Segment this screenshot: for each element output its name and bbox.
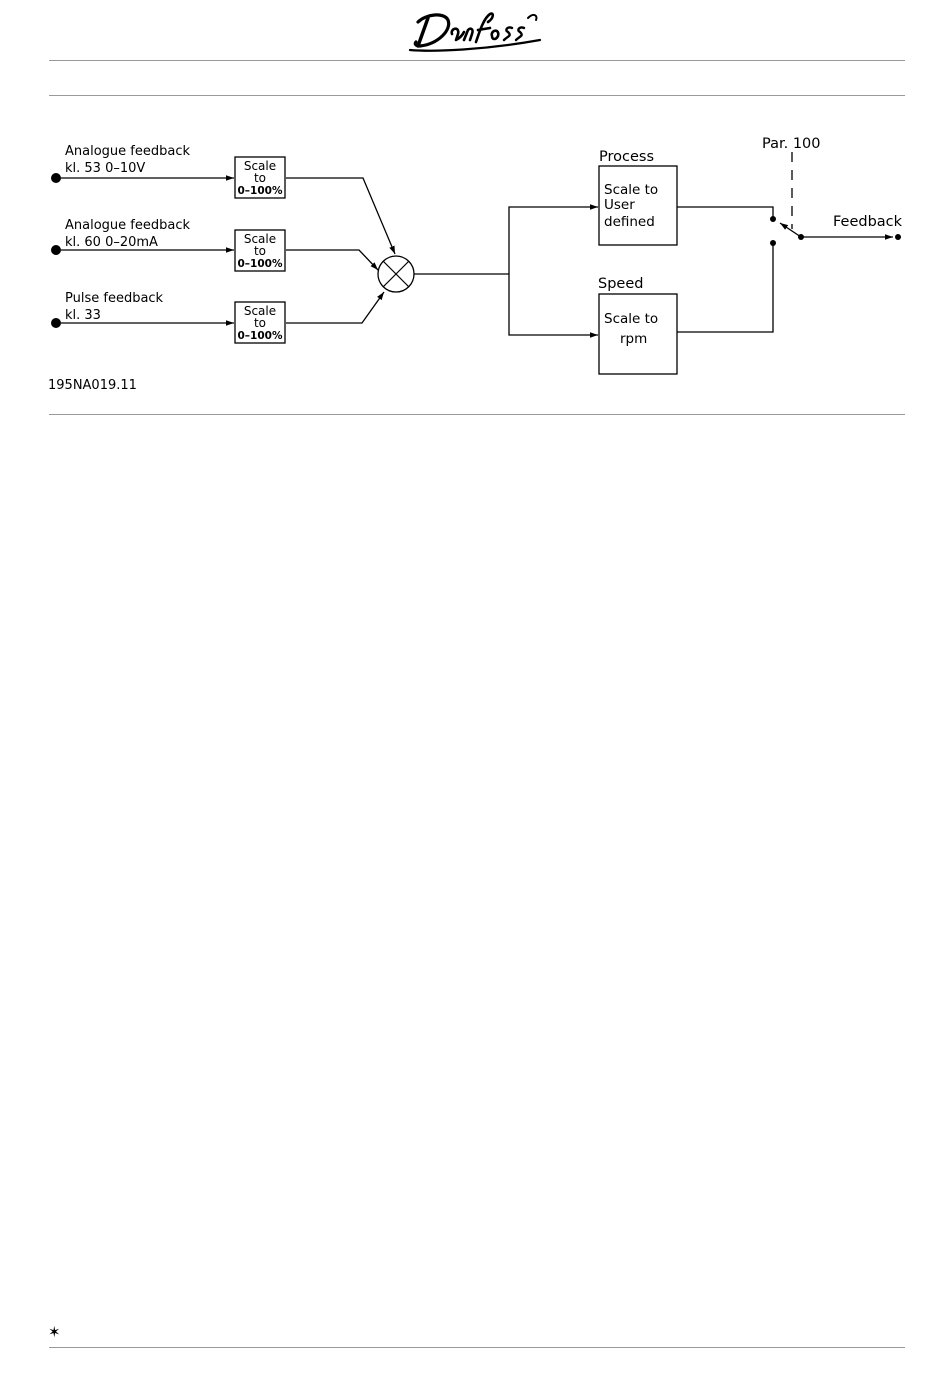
svg-text:Scale to: Scale to [604,182,658,198]
svg-text:to: to [254,316,266,330]
input-terminal-3: kl. 33 [65,308,101,323]
speed-block: Speed Scale to rpm [598,276,677,374]
svg-text:rpm: rpm [620,331,647,347]
footer-rule [49,1347,905,1348]
svg-text:User: User [604,197,635,213]
svg-text:Scale to: Scale to [604,311,658,327]
output-feedback: Feedback [801,214,903,240]
terminal-dot-icon [51,245,61,255]
speed-title: Speed [598,276,643,292]
svg-text:0–100%: 0–100% [238,258,283,270]
scale-block-3: Scale to 0–100% [235,302,285,343]
input-terminal-1: kl. 53 0–10V [65,161,145,176]
process-title: Process [599,149,654,165]
summing-junction-icon [378,256,414,292]
output-terminal-icon [895,234,901,240]
scale-block-1: Scale to 0–100% [235,157,285,198]
svg-text:0–100%: 0–100% [238,185,283,197]
svg-text:to: to [254,171,266,185]
input-terminal-2: kl. 60 0–20mA [65,235,158,250]
selector-switch [677,152,804,332]
svg-text:0–100%: 0–100% [238,330,283,342]
input-label-2: Analogue feedback [65,218,190,233]
process-block: Process Scale to User defined [599,149,677,245]
footer-star-icon: ✶ [48,1325,61,1340]
input-analogue-kl53: Analogue feedback kl. 53 0–10V [51,144,234,183]
input-label-1: Analogue feedback [65,144,190,159]
input-analogue-kl60: Analogue feedback kl. 60 0–20mA [51,218,234,255]
switch-parameter-label: Par. 100 [762,136,821,152]
input-label-3: Pulse feedback [65,291,164,306]
input-pulse-kl33: Pulse feedback kl. 33 [51,291,234,328]
svg-text:defined: defined [604,214,655,230]
feedback-block-diagram: Analogue feedback kl. 53 0–10V Scale to … [0,0,950,420]
svg-text:to: to [254,244,266,258]
figure-code: 195NA019.11 [48,378,137,393]
scale-block-2: Scale to 0–100% [235,230,285,271]
terminal-dot-icon [51,318,61,328]
output-label: Feedback [833,214,903,230]
terminal-dot-icon [51,173,61,183]
